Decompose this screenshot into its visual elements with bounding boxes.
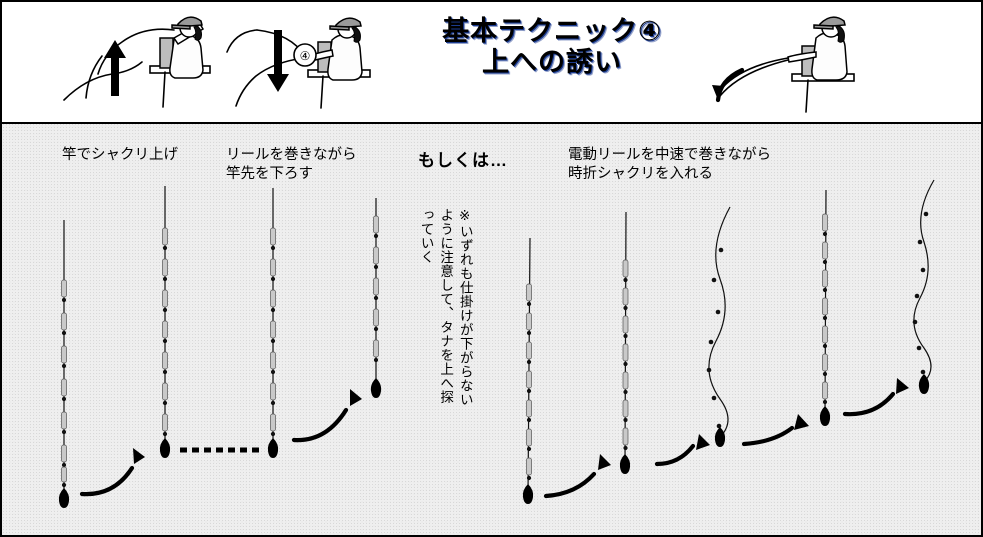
water-region	[2, 123, 981, 535]
page-title: 基本テクニック④ 上への誘い	[402, 16, 702, 78]
caption-left-2: リールを巻きながら 竿先を下ろす	[226, 147, 357, 183]
caption-right-1: 電動リールを中速で巻きながら 時折シャクリを入れる	[568, 147, 771, 183]
vertical-note: ※いずれも仕掛けが下がらないように注意して、タナを上へ探っていく	[418, 208, 473, 407]
caption-left-1: 竿でシャクリ上げ	[62, 147, 178, 163]
caption-middle: もしくは…	[418, 151, 508, 170]
page-title-line2: 上への誘い	[482, 47, 622, 78]
page-title-line1: 基本テクニック④	[442, 16, 662, 46]
water-surface-line	[2, 122, 981, 124]
